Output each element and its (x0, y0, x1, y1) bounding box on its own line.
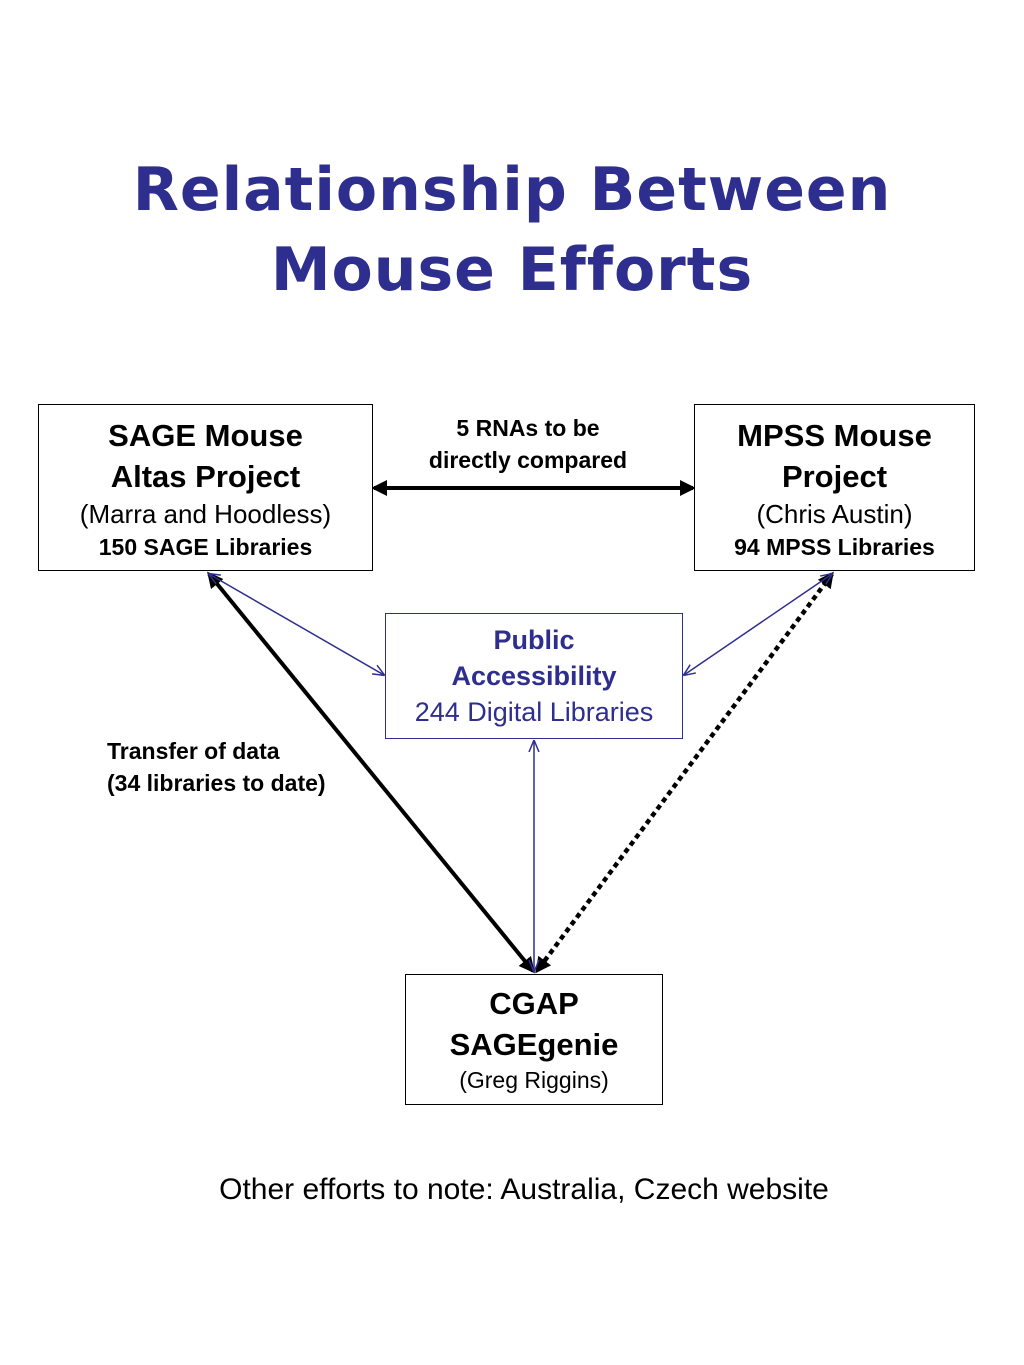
public-accessibility-box: Public Accessibility 244 Digital Librari… (385, 613, 683, 739)
edge-label-transfer-line-2: (34 libraries to date) (107, 770, 326, 796)
sage-name-line-1: SAGE Mouse (108, 418, 303, 453)
sage-library-count: 150 SAGE Libraries (98, 534, 313, 560)
slide-title: Relationship Between Mouse Efforts (0, 150, 1024, 310)
mpss-project-box: MPSS Mouse Project (Chris Austin) 94 MPS… (694, 404, 975, 571)
title-line-1: Relationship Between (132, 155, 892, 225)
cgap-name-line-1: CGAP (489, 986, 579, 1021)
edge-label-data-transfer: Transfer of data (34 libraries to date) (107, 735, 377, 799)
public-name-line-2: Accessibility (451, 661, 617, 691)
cgap-name-line-2: SAGEgenie (449, 1027, 619, 1062)
mpss-name-line-1: MPSS Mouse (737, 418, 932, 453)
sage-project-box: SAGE Mouse Altas Project (Marra and Hood… (38, 404, 373, 571)
mpss-library-count: 94 MPSS Libraries (734, 534, 935, 560)
edge-label-transfer-line-1: Transfer of data (107, 738, 280, 764)
mpss-name-line-2: Project (781, 459, 888, 494)
sage-lead: (Marra and Hoodless) (79, 499, 332, 529)
sage-name-line-2: Altas Project (110, 459, 301, 494)
footer-note: Other efforts to note: Australia, Czech … (219, 1173, 829, 1206)
edge-mpss-public (684, 574, 832, 675)
public-library-count: 244 Digital Libraries (414, 697, 654, 727)
public-name-line-1: Public (493, 625, 575, 655)
edge-sage-public (209, 574, 384, 675)
title-line-2: Mouse Efforts (270, 235, 754, 305)
edge-label-rna-comparison: 5 RNAs to be directly compared (410, 412, 646, 476)
cgap-lead: (Greg Riggins) (459, 1067, 609, 1093)
edge-label-rna-line-2: directly compared (428, 447, 628, 473)
mpss-lead: (Chris Austin) (756, 499, 913, 529)
cgap-sagegenie-box: CGAP SAGEgenie (Greg Riggins) (405, 974, 663, 1105)
edge-label-rna-line-1: 5 RNAs to be (456, 415, 600, 441)
